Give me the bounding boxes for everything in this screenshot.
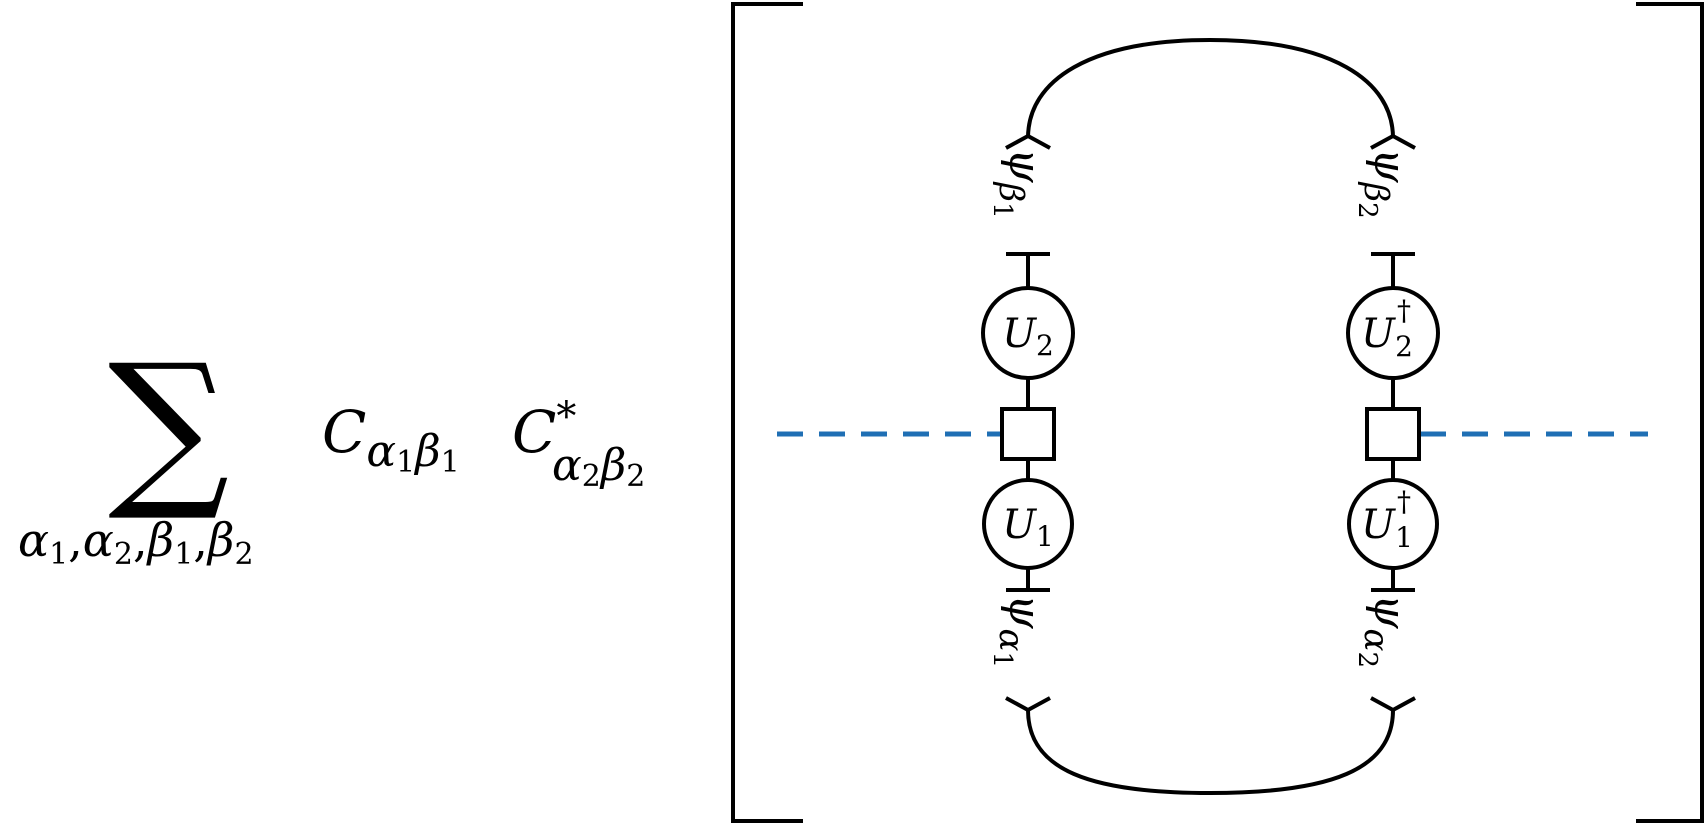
left-gate-u1: U1 [982, 478, 1074, 570]
coefficient-c2: C* [512, 394, 576, 466]
sum-sub-alpha2-idx: 2 [114, 537, 133, 572]
sum-sub-beta2-idx: 2 [235, 537, 254, 572]
coef2-sub-beta: β [599, 440, 626, 491]
sum-sub-alpha1: α [18, 513, 49, 567]
coef2-base: C [512, 398, 556, 466]
svg-text:U1: U1 [1002, 502, 1054, 553]
coef1-sub-beta: β [413, 426, 440, 477]
right-gate-u1-dagger-mark: † [1397, 485, 1411, 518]
coef1-sub-alpha: α [366, 426, 396, 477]
left-bottom-state-label: ψα1 [987, 594, 1050, 668]
left-top-state-label: ψβ1 [987, 148, 1050, 219]
sum-sub-beta2: β [206, 513, 235, 567]
left-gate-u2-idx: 2 [1036, 329, 1054, 362]
right-cut-box [1365, 407, 1421, 461]
contraction-arc-bottom [1026, 709, 1395, 796]
svg-text:α1,α2,β1,β2: α1,α2,β1,β2 [18, 513, 254, 572]
right-top-state-angle [1370, 133, 1416, 150]
left-gate-u1-idx: 1 [1036, 520, 1054, 553]
right-bottom-sub: α [1356, 629, 1396, 652]
right-gate-u2-idx: 2 [1395, 330, 1413, 363]
svg-text:U2: U2 [1002, 311, 1054, 362]
coef1-sub-alpha-idx: 1 [396, 445, 415, 480]
coef2-sub-alpha-idx: 2 [582, 459, 601, 494]
right-gate-u1-base: U [1361, 502, 1396, 548]
coefficient-c2-sub: α2β2 [552, 440, 645, 494]
summation-formula: ∑ α1,α2,β1,β2 Cα1β1 C* α2β2 [18, 328, 645, 572]
sum-sub-alpha2: α [83, 513, 114, 567]
sum-subscript: α1,α2,β1,β2 [18, 513, 254, 572]
coef2-sub-beta-idx: 2 [626, 459, 645, 494]
left-top-sub: β [991, 181, 1031, 203]
right-gate-u2-dagger-mark: † [1397, 294, 1411, 327]
right-gate-u1-dagger: U † 1 [1347, 478, 1439, 570]
coef1-base: C [322, 398, 366, 466]
sum-sub-beta1-idx: 1 [174, 537, 193, 572]
right-top-idx: 2 [1352, 202, 1382, 219]
contraction-arc-top [1026, 37, 1395, 139]
left-cut-box [1000, 407, 1056, 461]
left-bottom-sub: α [991, 629, 1031, 652]
right-bottom-idx: 2 [1352, 651, 1382, 668]
sum-sub-comma: , [133, 513, 148, 567]
right-top-psi: ψ [1364, 148, 1415, 183]
right-bottom-state-angle [1370, 696, 1416, 713]
right-gate-u2-dagger: U † 2 [1346, 286, 1440, 380]
sum-sub-beta1: β [146, 513, 175, 567]
right-column: ψβ2 U † 2 U † 1 ψα2 [1346, 133, 1440, 713]
coef1-sub-beta-idx: 1 [441, 445, 460, 480]
left-column: ψβ1 U2 U1 ψα1 [981, 133, 1075, 713]
left-bottom-psi: ψ [999, 594, 1050, 629]
left-bottom-state-angle [1005, 696, 1051, 713]
right-gate-u2-base: U [1361, 311, 1396, 357]
sum-symbol: ∑ [108, 328, 229, 526]
right-top-state-label: ψβ2 [1352, 148, 1415, 219]
coefficient-c1: Cα1β1 [322, 398, 460, 480]
right-top-sub: β [1356, 181, 1396, 203]
coef2-sub-alpha: α [552, 440, 582, 491]
bracket-left [731, 2, 803, 823]
left-gate-u2-base: U [1002, 311, 1037, 357]
sum-sub-comma: , [193, 513, 208, 567]
left-gate-u2: U2 [981, 286, 1075, 380]
sum-sub-comma: , [68, 513, 83, 567]
right-bottom-psi: ψ [1364, 594, 1415, 629]
left-top-state-angle [1005, 133, 1051, 150]
right-bottom-state-label: ψα2 [1352, 594, 1415, 668]
sum-sub-alpha1-idx: 1 [49, 537, 68, 572]
left-top-idx: 1 [987, 202, 1017, 219]
bracket-right [1636, 2, 1704, 823]
left-gate-u1-base: U [1002, 502, 1037, 548]
right-gate-u1-idx: 1 [1395, 521, 1413, 554]
coef2-sup: * [556, 394, 576, 440]
left-top-psi: ψ [999, 148, 1050, 183]
left-bottom-idx: 1 [987, 651, 1017, 668]
